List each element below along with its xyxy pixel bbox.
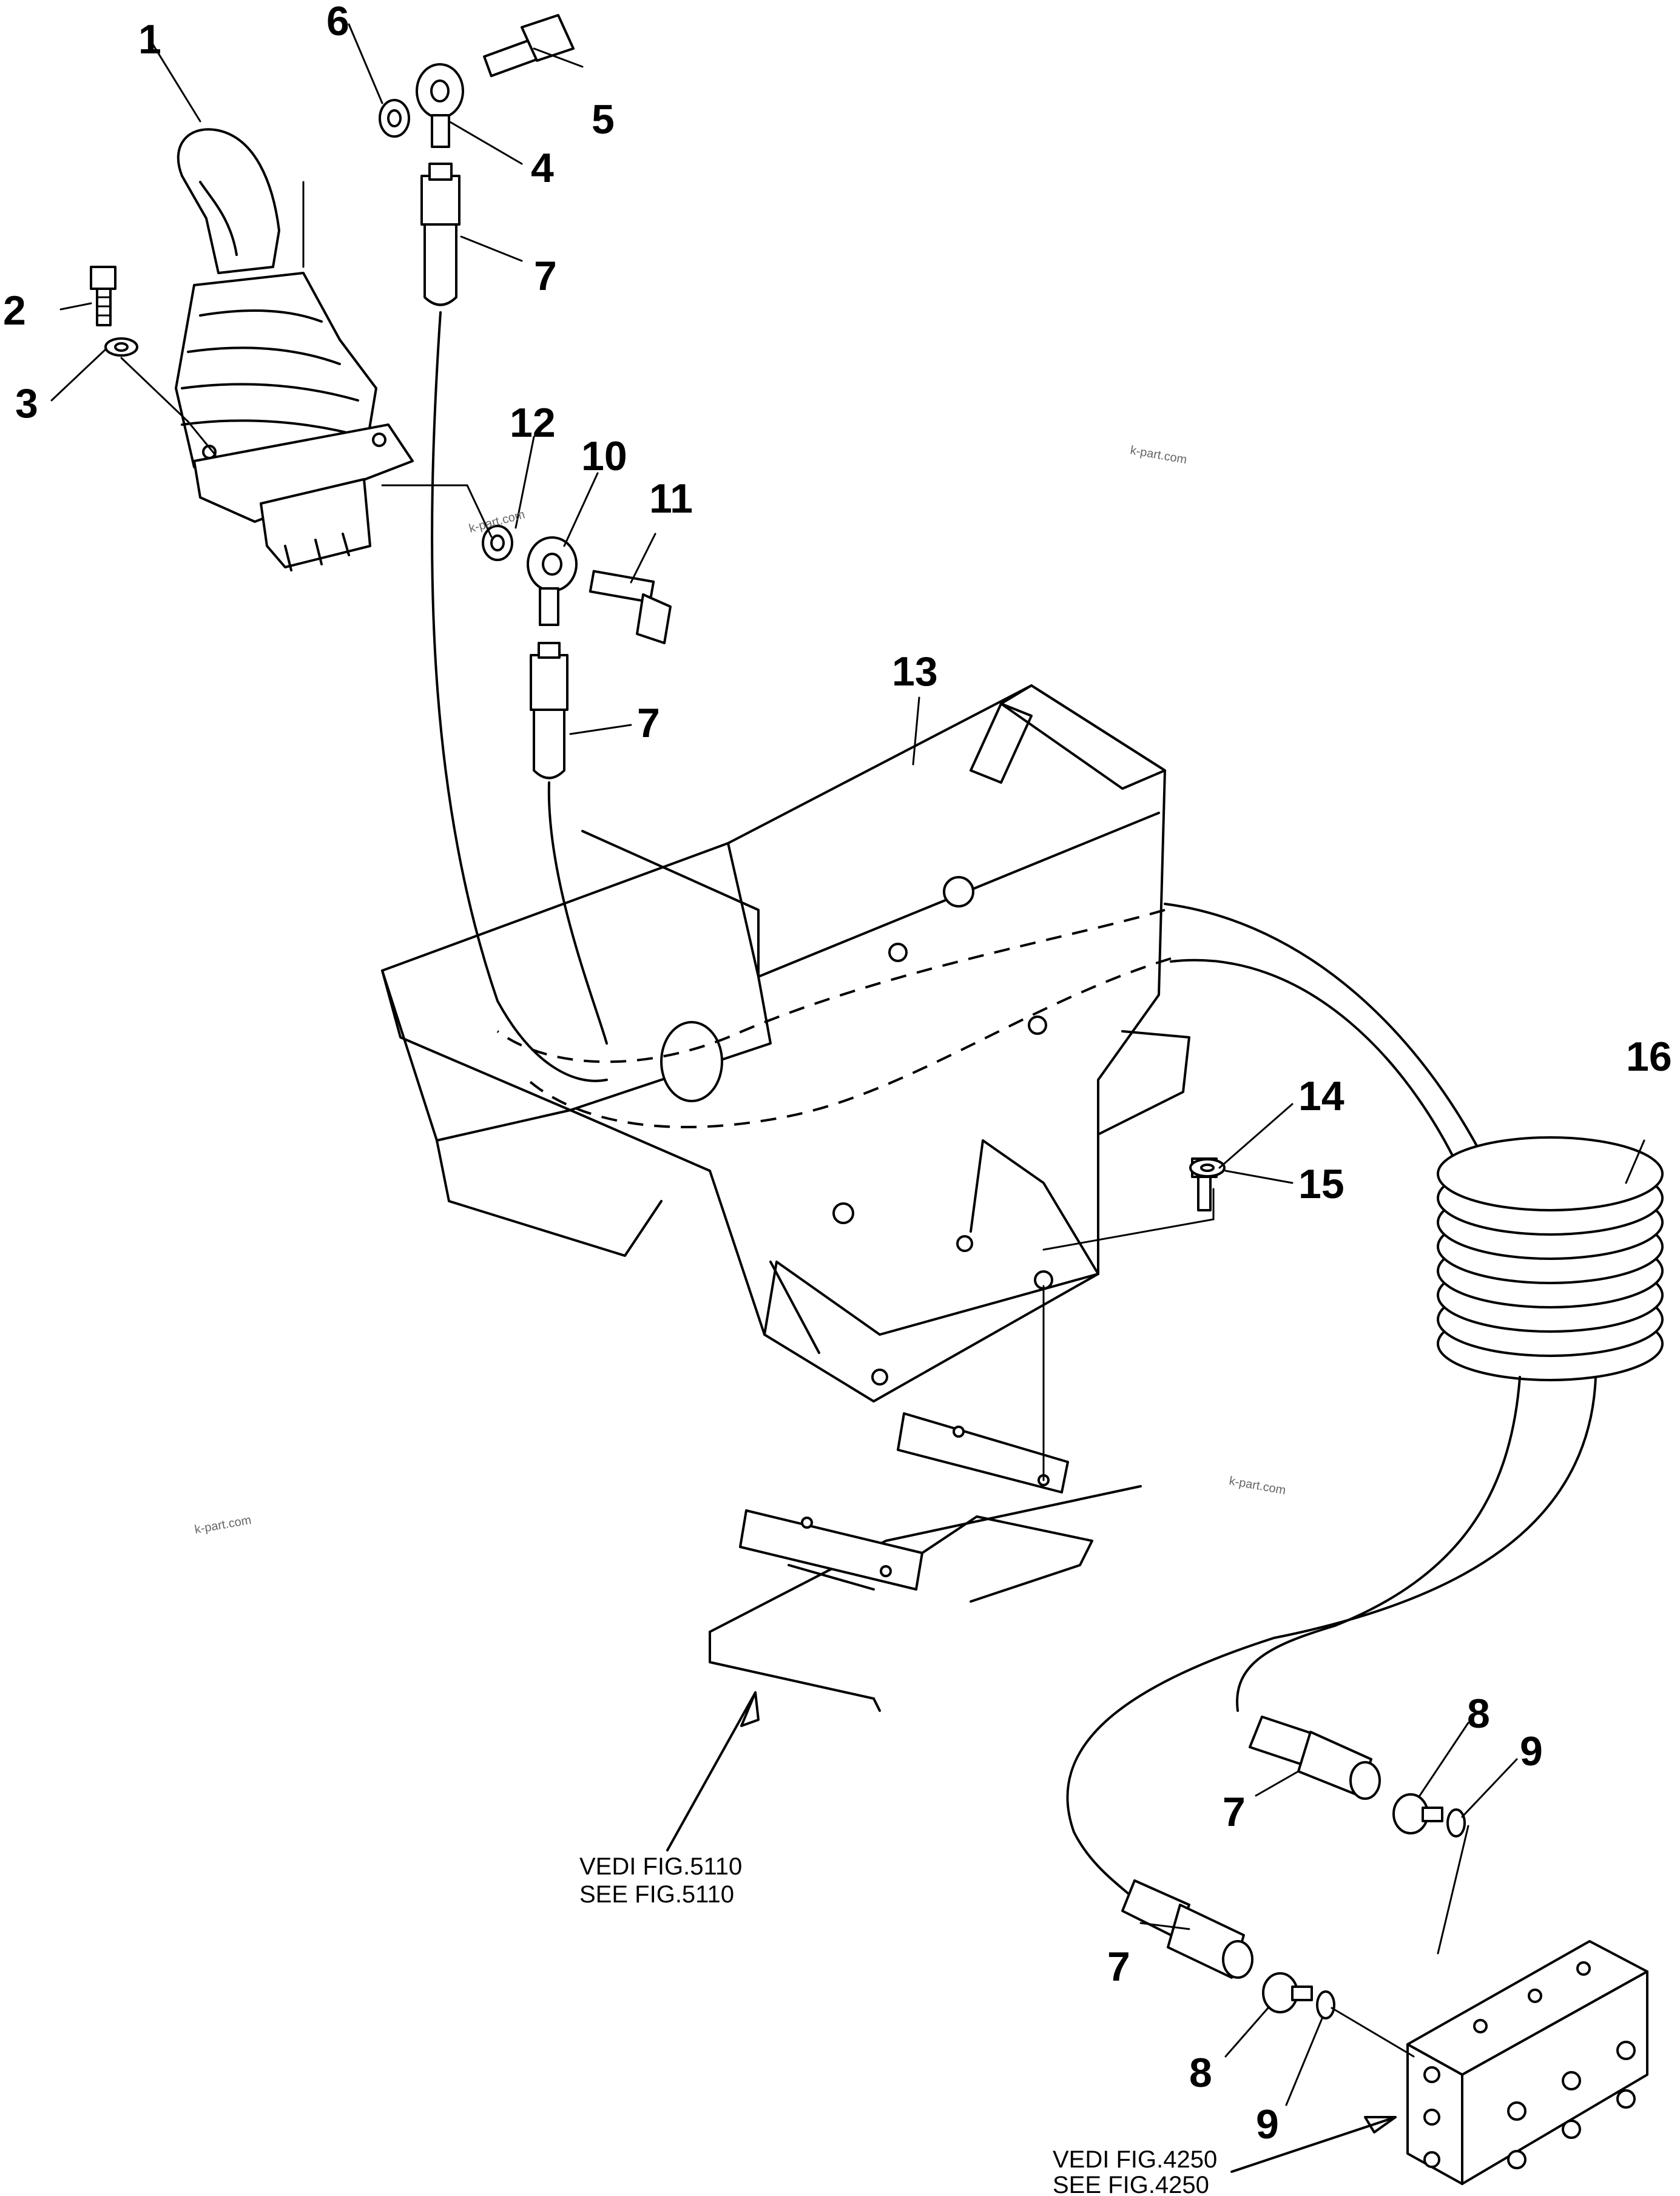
banjo-bolt-11: [589, 570, 672, 644]
hose-lower-2: [1066, 1376, 1597, 1906]
callout-9-lower: 9: [1256, 2101, 1279, 2147]
note-vedi-fig-4250: VEDI FIG.4250: [1053, 2146, 1217, 2173]
hose-middle: [547, 781, 608, 1045]
note-see-fig-4250: SEE FIG.4250: [1053, 2172, 1209, 2196]
hose-route-hidden: [496, 909, 1166, 1063]
callout-4: 4: [531, 145, 554, 191]
note-see-fig-5110: SEE FIG.5110: [579, 1881, 734, 1908]
callout-16: 16: [1626, 1034, 1672, 1080]
cap-screw-2: [90, 266, 116, 326]
fitting-8-upper: [1392, 1793, 1443, 1834]
callout-7-lower-right: 7: [1223, 1789, 1246, 1835]
callout-7-middle: 7: [637, 700, 660, 746]
callout-13: 13: [892, 648, 938, 695]
washer-15: [1189, 1158, 1226, 1177]
callout-8-upper: 8: [1467, 1691, 1490, 1737]
washer-12: [482, 525, 513, 561]
valve-block: [1406, 1940, 1648, 2185]
watermark: k-part.com: [1129, 443, 1188, 466]
hose-right-2: [1170, 958, 1469, 1190]
callout-8-lower: 8: [1189, 2050, 1212, 2096]
callout-5: 5: [592, 96, 615, 143]
hose-right-1: [1164, 903, 1500, 1190]
hose-end-7-lower-left: [1121, 1879, 1253, 1979]
callout-2: 2: [3, 288, 26, 334]
callout-labels: 1 6 5 4 7 2 3 12 10 11 7 13 14 15 16 8 9…: [3, 0, 1672, 2147]
hose-end-7-top: [420, 163, 460, 306]
o-ring-9-lower: [1316, 1990, 1335, 2019]
figure-references: VEDI FIG.5110 SEE FIG.5110 VEDI FIG.4250…: [579, 1853, 1217, 2196]
callout-11: 11: [649, 476, 693, 522]
callout-15: 15: [1298, 1161, 1344, 1207]
leader-lines: [50, 23, 1645, 2173]
washer-6: [379, 99, 410, 138]
callout-7-lower-left: 7: [1107, 1944, 1130, 1990]
watermark: k-part.com: [194, 1514, 252, 1537]
banjo-fitting-4: [416, 63, 464, 148]
callout-7-top: 7: [534, 253, 557, 299]
o-ring-9-upper: [1446, 1808, 1466, 1837]
callout-1: 1: [138, 16, 161, 62]
banjo-bolt-5: [483, 14, 575, 78]
fitting-8-lower: [1262, 1972, 1313, 2013]
hose-end-7-middle: [530, 642, 568, 780]
hose-coil-16: [1437, 1136, 1664, 1381]
washer-3: [104, 337, 138, 357]
hose-lower-1: [1236, 1376, 1521, 1712]
console-bracket-13: [381, 684, 1190, 1403]
callout-14: 14: [1298, 1073, 1344, 1119]
callout-12: 12: [510, 400, 556, 446]
note-vedi-fig-5110: VEDI FIG.5110: [579, 1853, 742, 1880]
callout-3: 3: [15, 380, 38, 426]
callout-6: 6: [326, 0, 349, 44]
joystick-assembly: [175, 128, 414, 571]
banjo-fitting-10: [527, 536, 578, 626]
callout-9-upper: 9: [1520, 1728, 1543, 1774]
hose-left: [431, 311, 608, 1082]
hose-end-7-lower-right: [1249, 1716, 1381, 1800]
watermark: k-part.com: [1228, 1474, 1287, 1497]
mounting-plate: [709, 1412, 1142, 1712]
callout-10: 10: [581, 433, 627, 479]
